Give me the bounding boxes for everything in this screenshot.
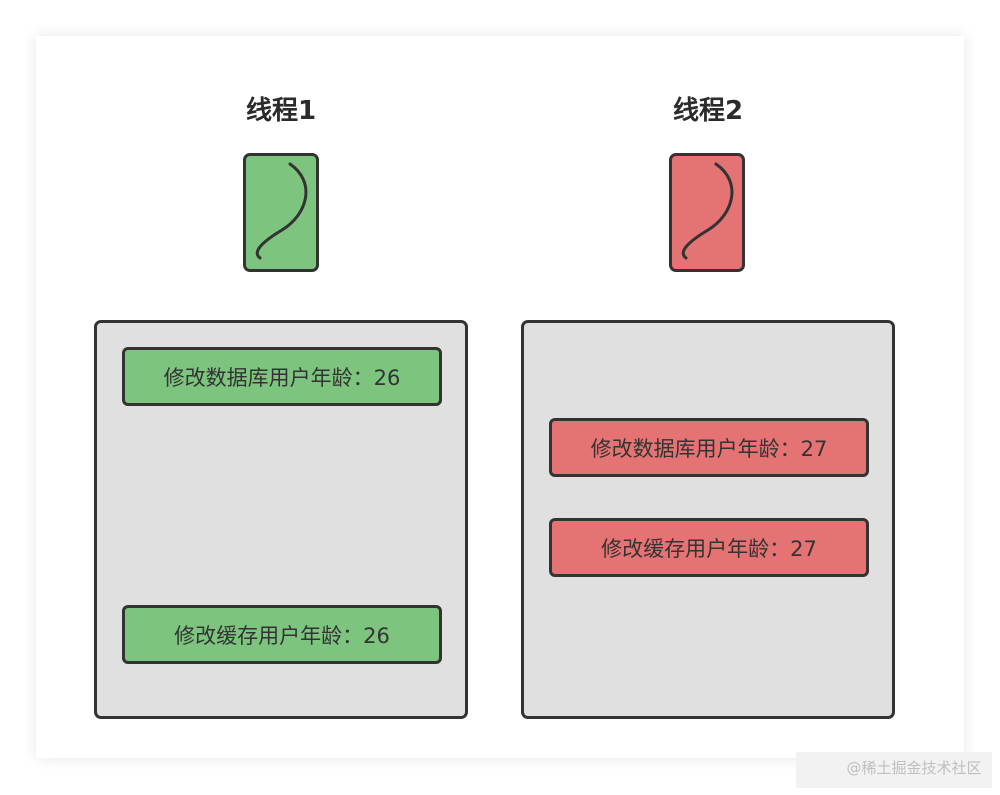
thread1-update-db-box: 修改数据库用户年龄：26: [122, 347, 442, 406]
thread2-title: 线程2: [672, 96, 744, 126]
thread1-wavy-line-icon: [243, 153, 319, 272]
thread1-update-cache-box: 修改缓存用户年龄：26: [122, 605, 442, 664]
thread2-panel: 修改数据库用户年龄：27 修改缓存用户年龄：27: [521, 320, 895, 719]
thread1-panel: 修改数据库用户年龄：26 修改缓存用户年龄：26: [94, 320, 468, 719]
thread1-title: 线程1: [245, 96, 317, 126]
wavy-line-icon: [681, 162, 734, 260]
wavy-line-icon: [255, 162, 308, 260]
watermark: @稀土掘金技术社区: [796, 752, 992, 788]
thread2-wavy-line-icon: [669, 153, 745, 272]
thread2-update-cache-box: 修改缓存用户年龄：27: [549, 518, 869, 577]
thread2-update-db-box: 修改数据库用户年龄：27: [549, 418, 869, 477]
